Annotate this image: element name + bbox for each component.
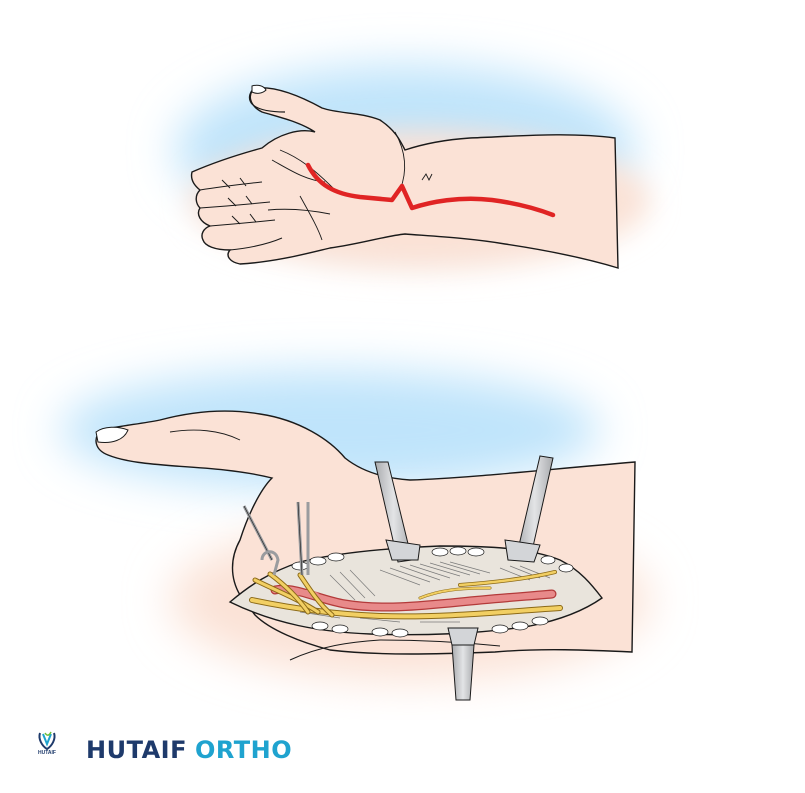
top-finger-lines [199, 177, 283, 251]
hook-retractors [242, 501, 310, 576]
logo-caption: HUTAIF [38, 750, 56, 756]
brand-name-part2: ORTHO [194, 736, 293, 764]
brand-name-part1: HUTAIF [86, 736, 187, 764]
large-retractors [374, 455, 554, 563]
hutaif-ortho-logo-icon: HUTAIF [36, 730, 58, 770]
top-thumbnail [251, 84, 267, 94]
wound-edge-texture [291, 546, 574, 638]
bottom-retractor [447, 627, 479, 701]
hand-incision-figure [175, 65, 650, 270]
muscle-fibers [299, 561, 551, 623]
bottom-thumbnail [95, 426, 129, 443]
nerves [249, 570, 563, 620]
surgical-exposure-figure [60, 370, 650, 701]
top-incision-line [305, 162, 556, 218]
bottom-thumb-crease [169, 429, 241, 441]
surgical-approach-illustration [60, 65, 650, 701]
